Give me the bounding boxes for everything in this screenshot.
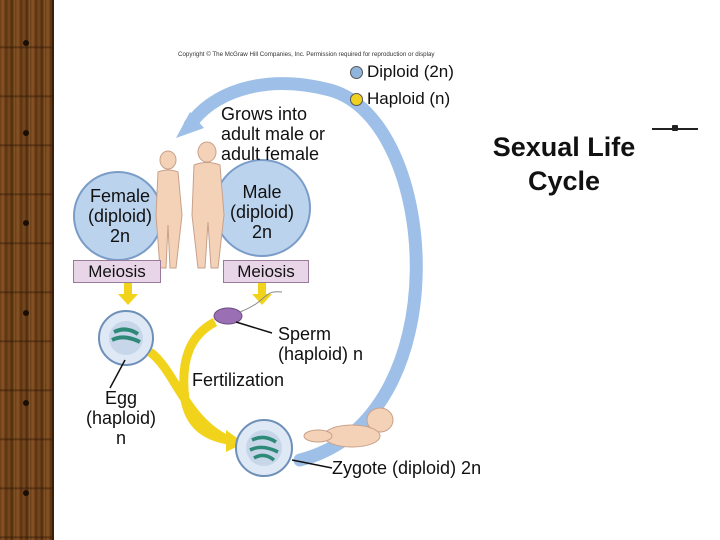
grows-label: Grows into adult male or adult female	[221, 104, 325, 164]
diagram-title: Sexual Life Cycle	[474, 130, 654, 198]
grows-line-2: adult male or	[221, 124, 326, 144]
egg-line-3: n	[115, 428, 126, 448]
sperm-label: Sperm (haploid) n	[278, 324, 363, 364]
meiosis-label-right: Meiosis	[223, 260, 309, 283]
male-line-1: Male	[242, 182, 282, 202]
female-line-2: (diploid)	[87, 206, 153, 226]
male-line-3: 2n	[251, 222, 273, 242]
egg-label: Egg (haploid) n	[72, 388, 170, 448]
decorative-dot	[672, 125, 678, 131]
egg-line-2: (haploid)	[85, 408, 157, 428]
fertilization-label: Fertilization	[192, 370, 285, 390]
wood-border	[0, 0, 54, 540]
copyright-notice: Copyright © The McGraw Hill Companies, I…	[178, 51, 435, 58]
diploid-dot-icon	[350, 66, 363, 80]
baby-figure	[303, 407, 394, 448]
haploid-dot-icon	[350, 93, 363, 107]
zygote-label: Zygote (diploid) 2n	[332, 458, 482, 478]
sperm-line-1: Sperm	[278, 324, 332, 344]
male-line-2: (diploid)	[229, 202, 295, 222]
adult-figures	[155, 141, 225, 269]
slide-canvas	[70, 48, 650, 484]
legend-diploid-label: Diploid (2n)	[367, 62, 454, 81]
sperm-cell	[213, 307, 243, 325]
sperm-line-2: (haploid) n	[278, 344, 364, 364]
cycle-arrow	[183, 77, 423, 467]
female-line-3: 2n	[109, 226, 131, 246]
legend-diploid: Diploid (2n)	[350, 62, 454, 82]
grows-line-3: adult female	[221, 144, 320, 164]
legend-haploid: Haploid (n)	[350, 89, 450, 109]
meiosis-label-left: Meiosis	[73, 260, 161, 283]
grows-line-1: Grows into	[221, 104, 308, 124]
cycle-arrowhead	[176, 112, 204, 138]
female-label: Female (diploid) 2n	[74, 186, 166, 246]
title-line-2: Cycle	[527, 166, 601, 196]
legend-haploid-label: Haploid (n)	[367, 89, 451, 108]
male-label: Male (diploid) 2n	[214, 182, 310, 242]
title-line-1: Sexual Life	[492, 132, 636, 162]
egg-line-1: Egg	[104, 388, 138, 408]
female-line-1: Female	[89, 186, 151, 206]
